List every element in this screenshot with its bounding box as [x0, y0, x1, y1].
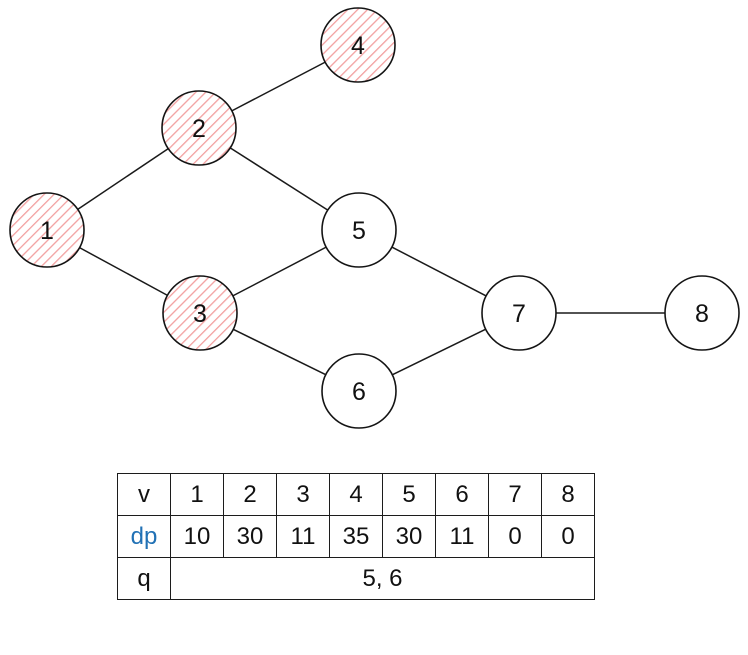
v-cell-2: 2 [223, 473, 277, 516]
dp-cell-8: 0 [541, 515, 595, 558]
table-row-v: v 1 2 3 4 5 6 7 8 [117, 473, 595, 516]
node-circle-5 [321, 192, 397, 268]
graph-node-4[interactable]: 4 [320, 7, 396, 83]
dp-cell-7: 0 [488, 515, 542, 558]
graph-edge-1-3 [79, 246, 168, 297]
graph-edge-1-2 [77, 147, 169, 211]
node-circle-1 [9, 192, 85, 268]
dp-cell-5: 30 [382, 515, 436, 558]
dp-table-container: v 1 2 3 4 5 6 7 8 dp 10 30 11 35 30 11 0… [117, 473, 595, 600]
v-cell-1: 1 [170, 473, 224, 516]
node-label-4: 4 [351, 32, 365, 60]
node-label-3: 3 [193, 300, 207, 328]
dp-cell-4: 35 [329, 515, 383, 558]
v-cell-8: 8 [541, 473, 595, 516]
graph-node-3[interactable]: 3 [162, 275, 238, 351]
graph-edge-6-7 [391, 328, 487, 376]
node-label-6: 6 [352, 378, 366, 406]
graph-node-6[interactable]: 6 [321, 353, 397, 429]
graph-node-8[interactable]: 8 [664, 275, 740, 351]
graph-node-1[interactable]: 1 [9, 192, 85, 268]
graph-node-5[interactable]: 5 [321, 192, 397, 268]
graph-nodes: 1 2 3 4 5 6 7 8 [9, 7, 740, 429]
graph-node-2[interactable]: 2 [161, 90, 237, 166]
table-row-q: q 5, 6 [117, 557, 595, 600]
v-cell-3: 3 [276, 473, 330, 516]
q-value-cell: 5, 6 [170, 557, 595, 600]
node-circle-6 [321, 353, 397, 429]
node-circle-8 [664, 275, 740, 351]
graph-edges [77, 61, 665, 376]
graph-svg: 1 2 3 4 5 6 7 8 [9, 7, 740, 429]
row-header-dp: dp [117, 515, 171, 558]
graph-edge-3-5 [232, 246, 327, 297]
v-cell-4: 4 [329, 473, 383, 516]
node-label-1: 1 [40, 217, 54, 245]
dp-cell-2: 30 [223, 515, 277, 558]
dp-cell-3: 11 [276, 515, 330, 558]
node-label-8: 8 [695, 300, 709, 328]
node-circle-3 [162, 275, 238, 351]
table-row-dp: dp 10 30 11 35 30 11 0 0 [117, 515, 595, 558]
graph-edge-3-6 [232, 328, 327, 376]
dp-table: v 1 2 3 4 5 6 7 8 dp 10 30 11 35 30 11 0… [117, 473, 595, 600]
v-cell-5: 5 [382, 473, 436, 516]
graph-edge-2-5 [229, 147, 329, 211]
node-label-5: 5 [352, 217, 366, 245]
graph-node-7[interactable]: 7 [481, 275, 557, 351]
graph-diagram: 1 2 3 4 5 6 7 8 [9, 7, 740, 429]
dp-cell-6: 11 [435, 515, 489, 558]
node-label-2: 2 [192, 115, 206, 143]
node-circle-7 [481, 275, 557, 351]
node-circle-4 [320, 7, 396, 83]
v-cell-7: 7 [488, 473, 542, 516]
node-circle-2 [161, 90, 237, 166]
row-header-v: v [117, 473, 171, 516]
graph-edge-2-4 [231, 61, 326, 112]
node-label-7: 7 [512, 300, 526, 328]
graph-edge-5-7 [391, 246, 487, 297]
dp-cell-1: 10 [170, 515, 224, 558]
row-header-q: q [117, 557, 171, 600]
v-cell-6: 6 [435, 473, 489, 516]
